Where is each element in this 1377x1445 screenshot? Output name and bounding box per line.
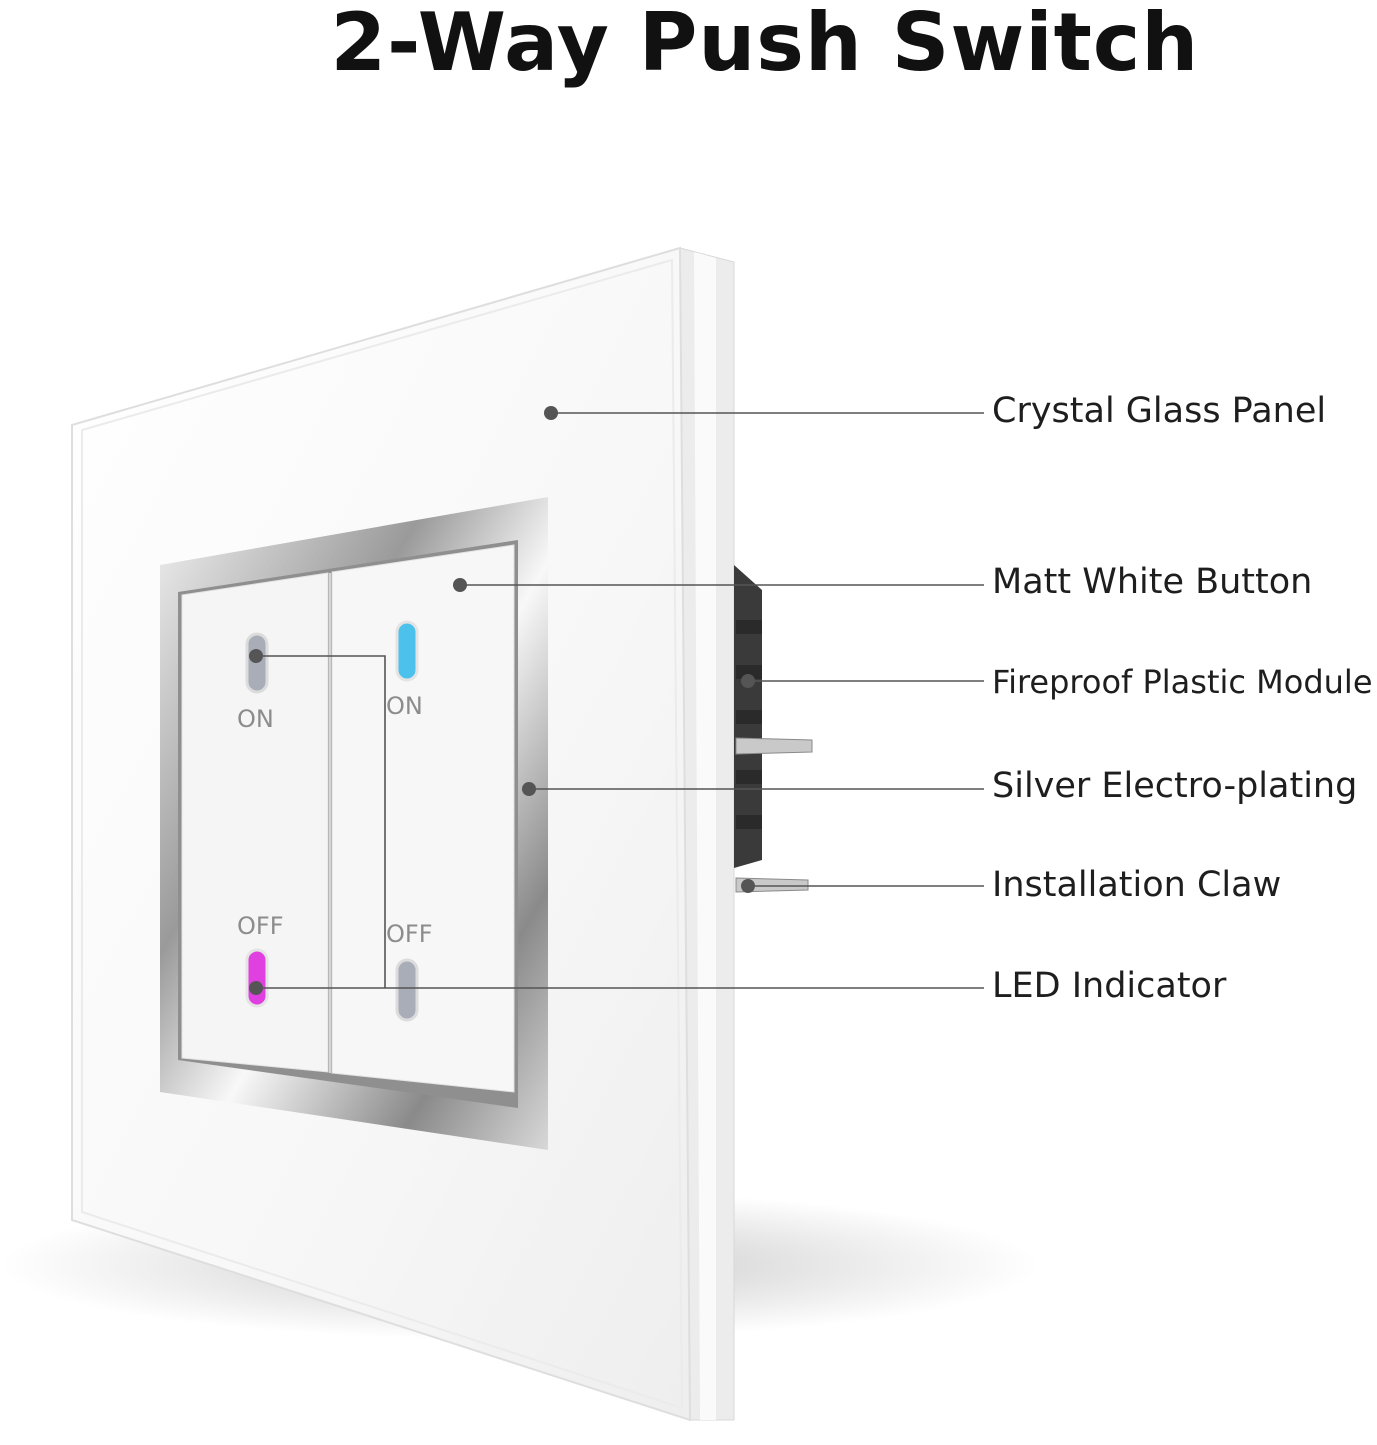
led-left-off [245,948,269,1008]
led-right-off [395,958,419,1022]
leader-dots [249,406,755,995]
callout-installation-claw: Installation Claw [992,865,1282,905]
callout-fireproof-plastic-module: Fireproof Plastic Module [992,663,1373,701]
left-off-label: OFF [237,912,284,940]
callout-matt-white-button: Matt White Button [992,562,1313,602]
panel-edge-inner [694,252,716,1420]
left-button[interactable] [181,572,329,1073]
callout-silver-electro-plating: Silver Electro-plating [992,766,1358,806]
right-off-label: OFF [386,920,433,948]
led-left-on [245,632,269,694]
leader-lines [256,412,984,989]
right-button[interactable] [331,544,515,1093]
diagram-title: 2-Way Push Switch [330,0,1200,89]
panel-border [81,258,684,1410]
right-on-label: ON [386,692,423,720]
left-on-label: ON [237,705,274,733]
callout-crystal-glass-panel: Crystal Glass Panel [992,391,1327,431]
led-right-on [395,620,419,682]
callout-led-indicator: LED Indicator [992,966,1227,1006]
module-ribs [736,620,762,829]
